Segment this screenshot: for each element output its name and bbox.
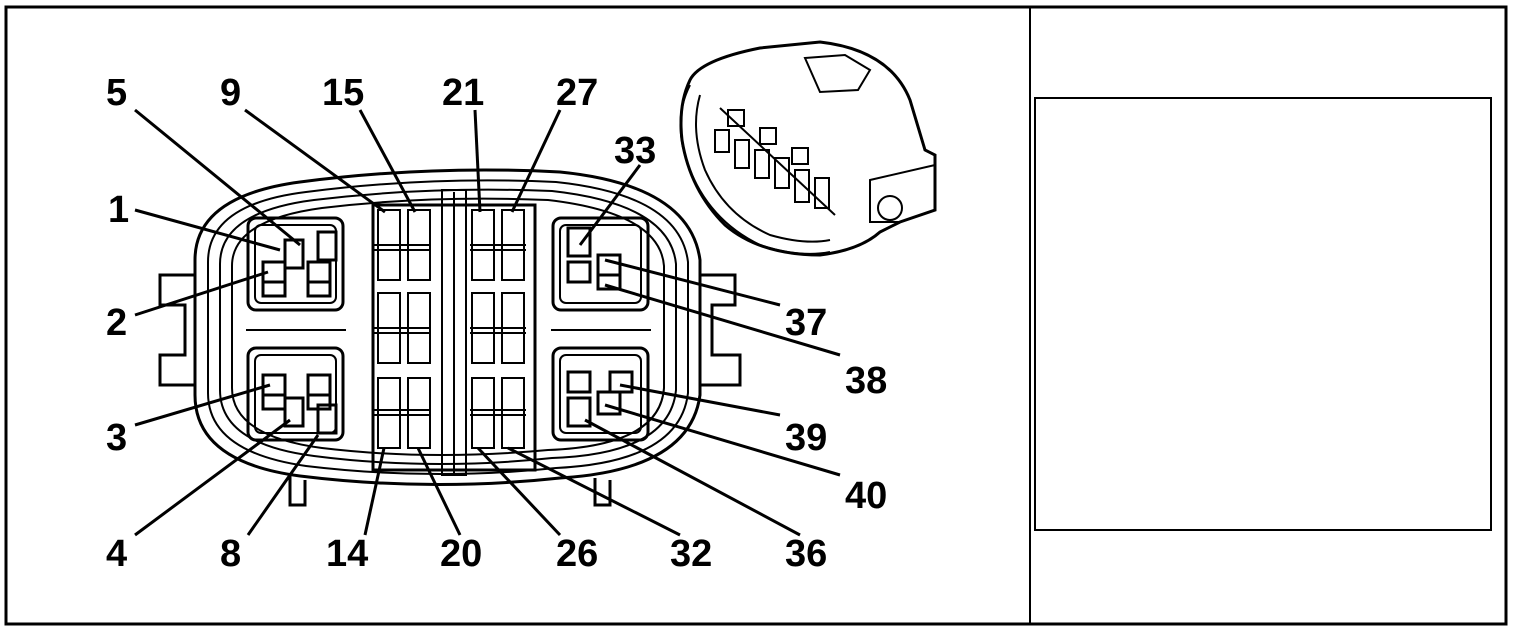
- connector-face: [158, 168, 742, 507]
- connector-3d-view: [679, 40, 937, 257]
- outer-frame: [4, 5, 1508, 626]
- pin-label-14: 14: [326, 533, 368, 575]
- pin-label-4: 4: [106, 533, 127, 575]
- pin-label-37: 37: [785, 302, 827, 344]
- leader-lines: [134, 108, 841, 537]
- pin-label-32: 32: [670, 533, 712, 575]
- pin-label-1: 1: [108, 189, 129, 231]
- pin-label-2: 2: [106, 302, 127, 344]
- legend-table-box: [1034, 97, 1492, 531]
- pin-label-38: 38: [845, 360, 887, 402]
- pin-label-3: 3: [106, 417, 127, 459]
- pin-label-36: 36: [785, 533, 827, 575]
- pin-label-33: 33: [614, 130, 656, 172]
- pin-label-21: 21: [442, 72, 484, 114]
- pin-label-20: 20: [440, 533, 482, 575]
- pin-label-5: 5: [106, 72, 127, 114]
- pin-label-9: 9: [220, 72, 241, 114]
- pin-label-40: 40: [845, 475, 887, 517]
- pin-label-27: 27: [556, 72, 598, 114]
- pin-label-8: 8: [220, 533, 241, 575]
- pin-label-15: 15: [322, 72, 364, 114]
- pin-labels: 5 9 15 21 27 33 1 2 37 38 3 39 40 4 8 14…: [106, 72, 887, 575]
- pin-label-26: 26: [556, 533, 598, 575]
- pin-label-39: 39: [785, 417, 827, 459]
